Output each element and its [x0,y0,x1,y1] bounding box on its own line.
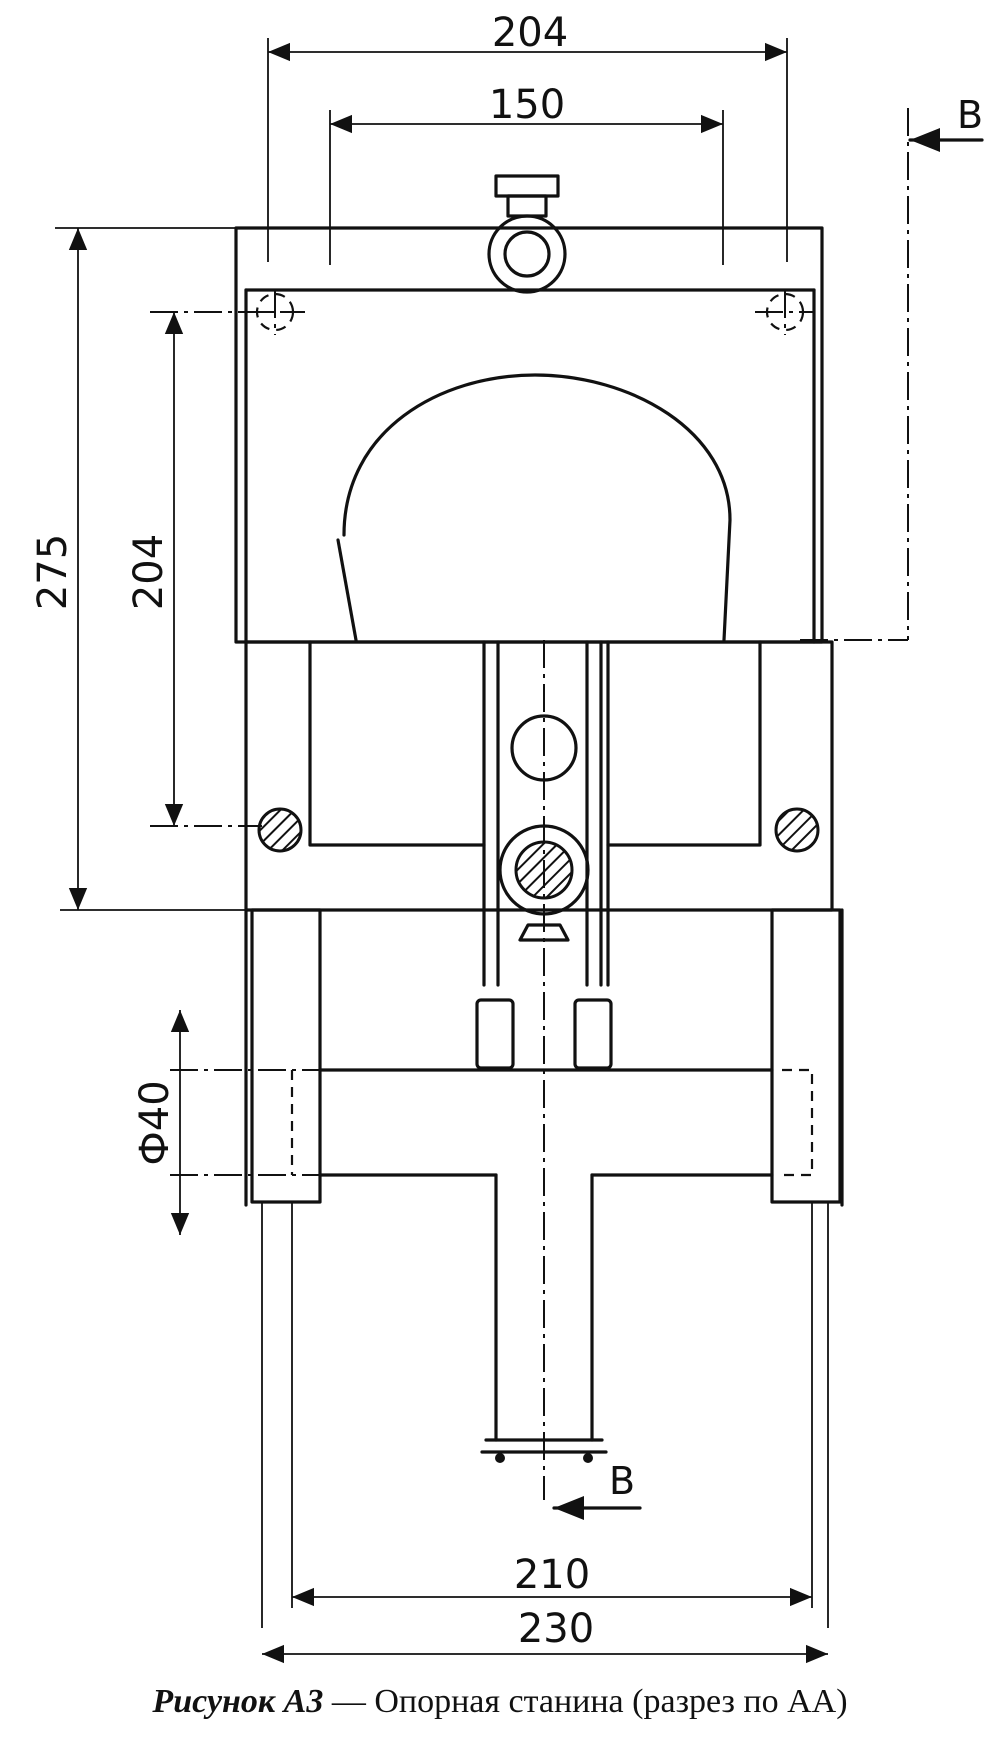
section-mark-top: В [800,93,984,641]
figure-caption: Рисунок А3 — Опорная станина (разрез по … [0,1683,1000,1721]
caption-dash: — [323,1683,375,1720]
lifting-eye [487,174,567,294]
section-mark-bottom: В [552,1459,642,1520]
lower-frame [170,908,844,1628]
dimension-top-204: 204 [267,10,788,262]
dimension-diameter-40: Ф40 [132,1010,190,1235]
section-letter-top: В [957,93,983,137]
dimension-bottom-230: 230 [262,1606,828,1664]
caption-text: Опорная станина (разрез по АА) [374,1683,848,1720]
dimension-height-275: 275 [30,227,250,911]
upper-housing [234,226,824,644]
section-letter-bottom: В [609,1459,635,1503]
dimension-bottom-210: 210 [292,1552,812,1607]
dim-label-bottom-outer: 230 [518,1606,594,1652]
dim-label-bottom-inner: 210 [514,1552,590,1598]
dimension-height-204: 204 [126,311,300,827]
dim-label-inner-height: 204 [126,534,172,610]
dim-label-top-outer: 204 [492,10,568,56]
dim-label-top-inner: 150 [489,82,565,128]
dimension-top-150: 150 [329,82,724,265]
dim-label-diameter: Ф40 [132,1080,178,1165]
dim-label-overall-height: 275 [30,534,76,610]
middle-frame [244,640,834,912]
figure-label: Рисунок А3 [152,1683,324,1720]
